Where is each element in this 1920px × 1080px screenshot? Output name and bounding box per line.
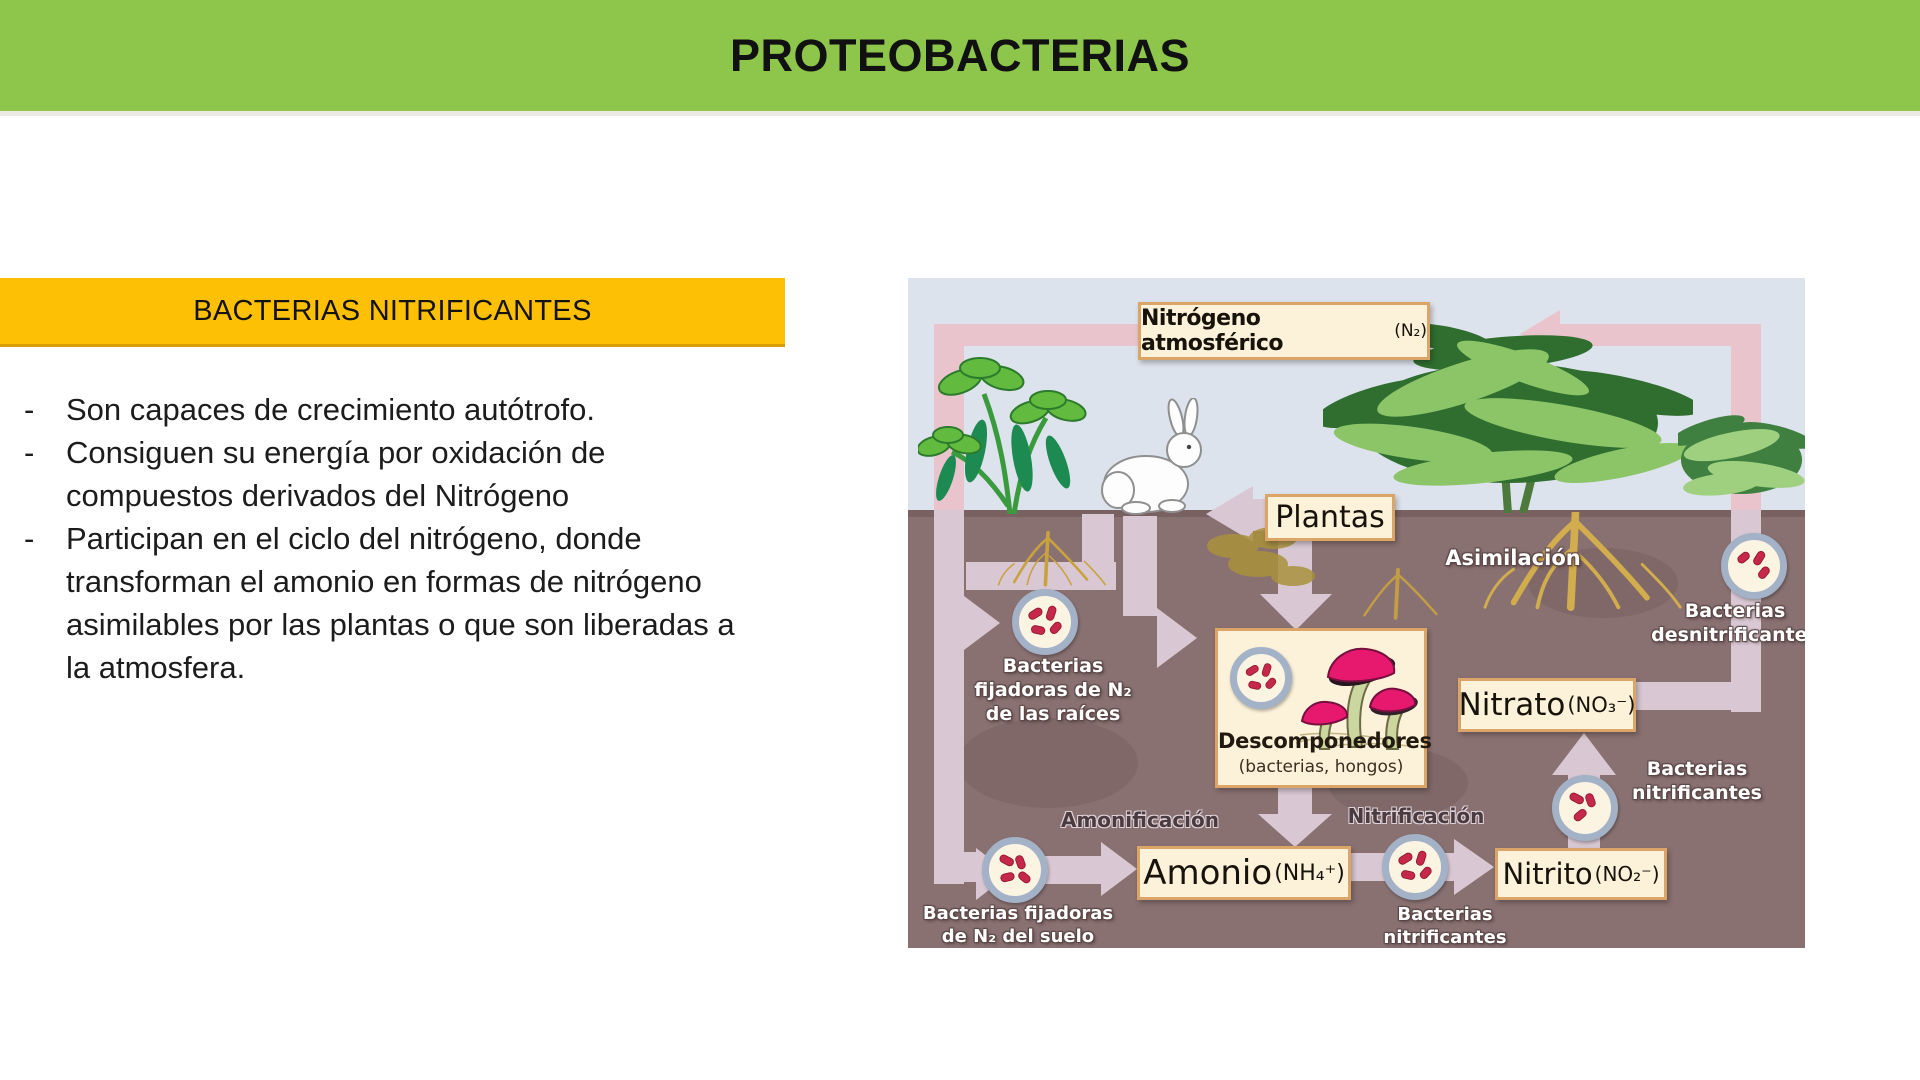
bullet-item: Participan en el ciclo del nitrógeno, do… bbox=[18, 517, 808, 689]
box-sublabel: (bacterias, hongos) bbox=[1238, 757, 1404, 777]
box-label: Descomponedores bbox=[1218, 729, 1432, 753]
arrow-segment bbox=[1038, 856, 1102, 884]
section-heading: BACTERIAS NITRIFICANTES bbox=[193, 294, 592, 327]
bacteria-icon bbox=[1012, 589, 1078, 655]
arrowhead-to-amonio bbox=[1258, 814, 1332, 847]
title-bar: PROTEOBACTERIAS bbox=[0, 0, 1920, 116]
amonificacion-label: Amonificación bbox=[1060, 808, 1220, 832]
page-title: PROTEOBACTERIAS bbox=[729, 29, 1191, 81]
mushroom-icon bbox=[1295, 647, 1418, 750]
bush-icon bbox=[1678, 415, 1805, 496]
arrow-segment bbox=[1633, 682, 1733, 710]
section-banner: BACTERIAS NITRIFICANTES bbox=[0, 278, 785, 347]
arrowhead-to-nitrito bbox=[1454, 839, 1494, 895]
arrowhead-to-decomposers bbox=[1260, 594, 1332, 630]
arrow-segment bbox=[1123, 516, 1157, 616]
plant-icon bbox=[918, 357, 1087, 514]
box-formula: (NO₃⁻) bbox=[1567, 693, 1636, 717]
amonio-box: Amonio(NH₄⁺) bbox=[1137, 846, 1351, 900]
bullet-item: Son capaces de crecimiento autótrofo. bbox=[18, 388, 808, 431]
nitrificacion-label: Nitrificación bbox=[1347, 804, 1485, 828]
bacterias-desnitrificantes-label: Bacterias desnitrificantes bbox=[1651, 600, 1805, 646]
nitrogen-atmospheric-box: Nitrógeno atmosférico (N₂) bbox=[1138, 302, 1430, 360]
bacterias-nitrificantes-label: Bacterias nitrificantes bbox=[1383, 904, 1507, 948]
roots-icon bbox=[1483, 512, 1682, 612]
plantas-box: Plantas bbox=[1265, 494, 1395, 541]
box-formula: (NO₂⁻) bbox=[1594, 862, 1660, 886]
rabbit-icon bbox=[1101, 398, 1202, 515]
box-label: Nitrógeno atmosférico bbox=[1141, 306, 1284, 356]
arrowhead-to-root-fixers bbox=[964, 596, 1000, 650]
roots-icon bbox=[997, 530, 1106, 587]
nitrito-box: Nitrito(NO₂⁻) bbox=[1495, 848, 1667, 900]
arrow-segment bbox=[934, 852, 982, 882]
bacterias-fijadoras-suelo-label: Bacterias fijadoras de N₂ del suelo bbox=[922, 903, 1114, 947]
asimilacion-label: Asimilación bbox=[1445, 546, 1581, 570]
box-label: Nitrato bbox=[1458, 687, 1566, 723]
arrow-segment bbox=[934, 324, 1184, 346]
bacteria-icon bbox=[1552, 775, 1618, 841]
arrowhead-fixers-to-amonio bbox=[1101, 842, 1137, 896]
descomponedores-box: Descomponedores (bacterias, hongos) bbox=[1215, 628, 1432, 788]
arrowhead-litter-to-decomposers bbox=[1157, 608, 1197, 668]
bacterias-fijadoras-raices-label: Bacterias fijadoras de N₂ de las raíces bbox=[974, 655, 1132, 725]
bullet-item: Consiguen su energía por oxidación de co… bbox=[18, 431, 808, 517]
soil-texture bbox=[958, 718, 1138, 808]
arrow-segment bbox=[1556, 324, 1761, 346]
box-formula: (N₂) bbox=[1394, 321, 1427, 341]
bacterias-nitrificantes-label: Bacterias nitrificantes bbox=[1632, 758, 1762, 804]
arrowhead-to-nitrato bbox=[1552, 733, 1616, 775]
arrow-segment bbox=[1082, 514, 1114, 590]
box-label: Plantas bbox=[1275, 500, 1385, 535]
bacteria-icon bbox=[1382, 834, 1448, 900]
nitrato-box: Nitrato(NO₃⁻) bbox=[1458, 678, 1636, 732]
roots-icon bbox=[1363, 567, 1438, 620]
bullet-list: Son capaces de crecimiento autótrofo. Co… bbox=[18, 388, 808, 689]
arrowhead-to-animals bbox=[1206, 486, 1253, 542]
tree-icon bbox=[1323, 323, 1693, 513]
arrow-segment bbox=[934, 510, 964, 884]
nitrogen-cycle-diagram: Nitrógeno atmosférico (N₂) Plantas bbox=[908, 278, 1805, 948]
bacteria-icon bbox=[982, 837, 1048, 903]
box-label: Amonio bbox=[1143, 853, 1273, 893]
box-formula: (NH₄⁺) bbox=[1274, 860, 1345, 886]
box-label: Nitrito bbox=[1502, 857, 1593, 891]
bacteria-icon bbox=[1721, 533, 1787, 599]
bacteria-icon bbox=[1230, 647, 1292, 709]
